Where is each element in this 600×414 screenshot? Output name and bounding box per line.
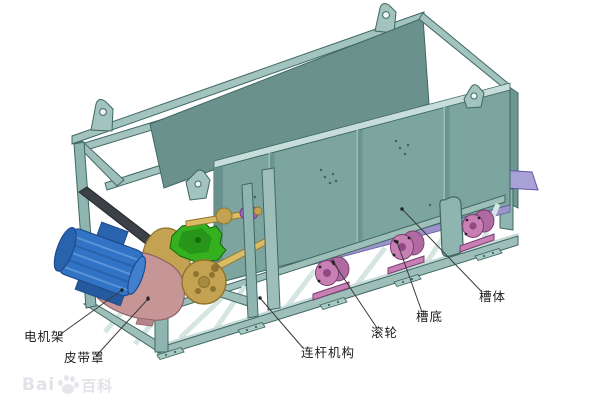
watermark-cjk: 百科 bbox=[81, 376, 114, 395]
frame-front-posts bbox=[241, 167, 281, 319]
leader-lines bbox=[57, 207, 483, 357]
leader-dot-2 bbox=[258, 296, 262, 300]
crank-flywheel bbox=[181, 259, 227, 305]
leader-dot-4 bbox=[395, 240, 399, 244]
top-rail bbox=[71, 3, 425, 145]
gearbox bbox=[169, 221, 227, 263]
motor bbox=[53, 221, 147, 307]
foot-pads bbox=[156, 247, 503, 361]
leader-line-0 bbox=[57, 289, 123, 337]
leader-line-3 bbox=[332, 261, 378, 329]
rim-beam-right bbox=[418, 12, 510, 90]
trough-body bbox=[185, 82, 511, 285]
leader-dot-0 bbox=[120, 288, 124, 292]
part-label-1: 皮带罩 bbox=[64, 350, 105, 365]
roller bbox=[459, 209, 495, 253]
watermark: Bai 百科 bbox=[22, 374, 113, 396]
part-label-4: 槽底 bbox=[416, 309, 444, 324]
watermark-latin: Bai bbox=[22, 375, 56, 395]
leader-dot-3 bbox=[331, 260, 335, 264]
leader-dot-1 bbox=[146, 297, 150, 301]
part-label-2: 连杆机构 bbox=[301, 345, 356, 360]
leader-line-1 bbox=[95, 298, 149, 357]
part-label-0: 电机架 bbox=[24, 329, 65, 344]
leader-line-4 bbox=[396, 241, 423, 313]
leader-dot-5 bbox=[400, 207, 404, 211]
baidu-paw-icon bbox=[57, 374, 80, 396]
part-label-5: 槽体 bbox=[479, 289, 507, 304]
leader-line-2 bbox=[259, 297, 304, 349]
part-label-3: 滚轮 bbox=[371, 325, 399, 340]
guide-bracket bbox=[439, 196, 464, 257]
leader-line-5 bbox=[401, 208, 483, 293]
